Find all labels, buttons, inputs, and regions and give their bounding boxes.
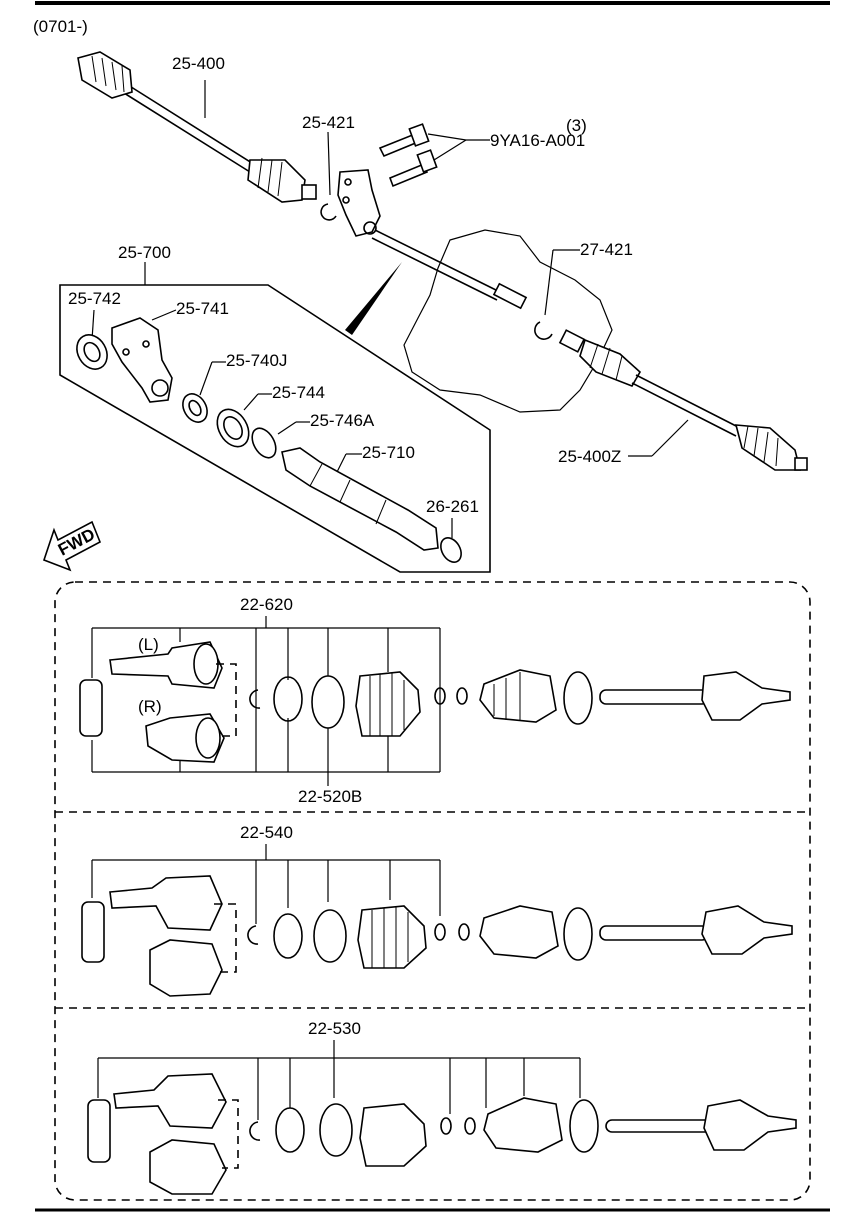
label-25-710: 25-710 — [362, 443, 415, 462]
label-25-421: 25-421 — [302, 113, 355, 132]
label-25-744: 25-744 — [272, 383, 325, 402]
snap-ring-icon — [273, 913, 303, 959]
label-25-742: 25-742 — [68, 289, 121, 308]
kits-frame — [54, 581, 811, 1201]
boot-band-icon — [563, 907, 593, 961]
shaft-25-710 — [281, 447, 439, 551]
cv-joint-icon — [149, 939, 223, 997]
kit-22-620: 22-620 22-520B (L) (R) — [79, 595, 791, 806]
grease-tube-icon — [87, 1099, 111, 1163]
label-22-520b: 22-520B — [298, 787, 362, 806]
label-bolt-qty: (3) — [566, 116, 587, 135]
snap-ring-icon — [247, 925, 259, 945]
snap-ring-icon — [273, 676, 303, 722]
bearing-kit-box — [59, 284, 491, 573]
label-22-620: 22-620 — [240, 595, 293, 614]
cv-joint-icon — [113, 1073, 227, 1129]
outer-cv-joint-icon — [701, 905, 793, 955]
label-25-700: 25-700 — [118, 243, 171, 262]
seal-25-742 — [76, 334, 108, 370]
clip-27-421 — [534, 321, 553, 340]
clip-25-421 — [320, 203, 337, 221]
cv-joint-icon — [109, 875, 223, 931]
axle-shaft-icon — [599, 925, 709, 941]
label-left: (L) — [138, 635, 159, 654]
seal-25-744 — [216, 408, 250, 448]
assembly-leader-arrow — [345, 262, 402, 335]
label-25-400z: 25-400Z — [558, 447, 621, 466]
axle-bracket — [337, 169, 381, 237]
label-26-261: 26-261 — [426, 497, 479, 516]
axle-left — [77, 51, 317, 203]
label-22-530: 22-530 — [308, 1019, 361, 1038]
outer-cv-joint-icon — [701, 671, 791, 721]
boot-band-icon — [563, 671, 593, 725]
label-9ya16-a001: 9YA16-A001 — [490, 131, 585, 150]
axle-right — [558, 329, 808, 471]
boot-icon — [479, 905, 559, 959]
fwd-arrow-icon: FWD — [42, 520, 102, 572]
snap-ring-icon — [249, 1121, 261, 1141]
axle-shaft-icon — [605, 1119, 715, 1133]
cv-joint-icon — [109, 641, 223, 689]
label-25-741: 25-741 — [176, 299, 229, 318]
boot-icon — [357, 905, 427, 969]
grease-tube-icon — [79, 679, 103, 737]
kit-22-530: 22-530 — [87, 1019, 797, 1195]
bearing-25-740j — [182, 393, 208, 423]
boot-band-icon — [313, 909, 347, 963]
kit-22-540: 22-540 — [81, 823, 793, 997]
label-right: (R) — [138, 697, 162, 716]
boot-icon — [355, 671, 421, 737]
label-27-421: 27-421 — [580, 240, 633, 259]
bolts — [378, 123, 438, 188]
boot-icon — [359, 1103, 427, 1167]
snap-ring-icon — [275, 1107, 305, 1153]
grease-tube-icon — [81, 901, 105, 963]
label-25-740j: 25-740J — [226, 351, 287, 370]
boot-icon — [479, 669, 557, 723]
boot-band-icon — [319, 1103, 353, 1157]
transmission-outline — [403, 229, 613, 413]
cv-joint-icon — [149, 1139, 227, 1195]
bracket-25-741 — [111, 317, 173, 403]
boot-band-icon — [569, 1099, 599, 1153]
date-code: (0701-) — [33, 17, 88, 36]
snap-ring-icon — [249, 689, 261, 709]
boot-icon — [483, 1097, 563, 1153]
axle-shaft-icon — [599, 689, 709, 705]
label-25-746a: 25-746A — [310, 411, 375, 430]
seal-26-261 — [440, 537, 462, 563]
outer-cv-joint-icon — [703, 1099, 797, 1151]
label-25-400: 25-400 — [172, 54, 225, 73]
intermediate-shaft — [371, 229, 528, 310]
label-22-540: 22-540 — [240, 823, 293, 842]
boot-band-icon — [311, 675, 345, 729]
ring-25-746a — [251, 427, 277, 459]
